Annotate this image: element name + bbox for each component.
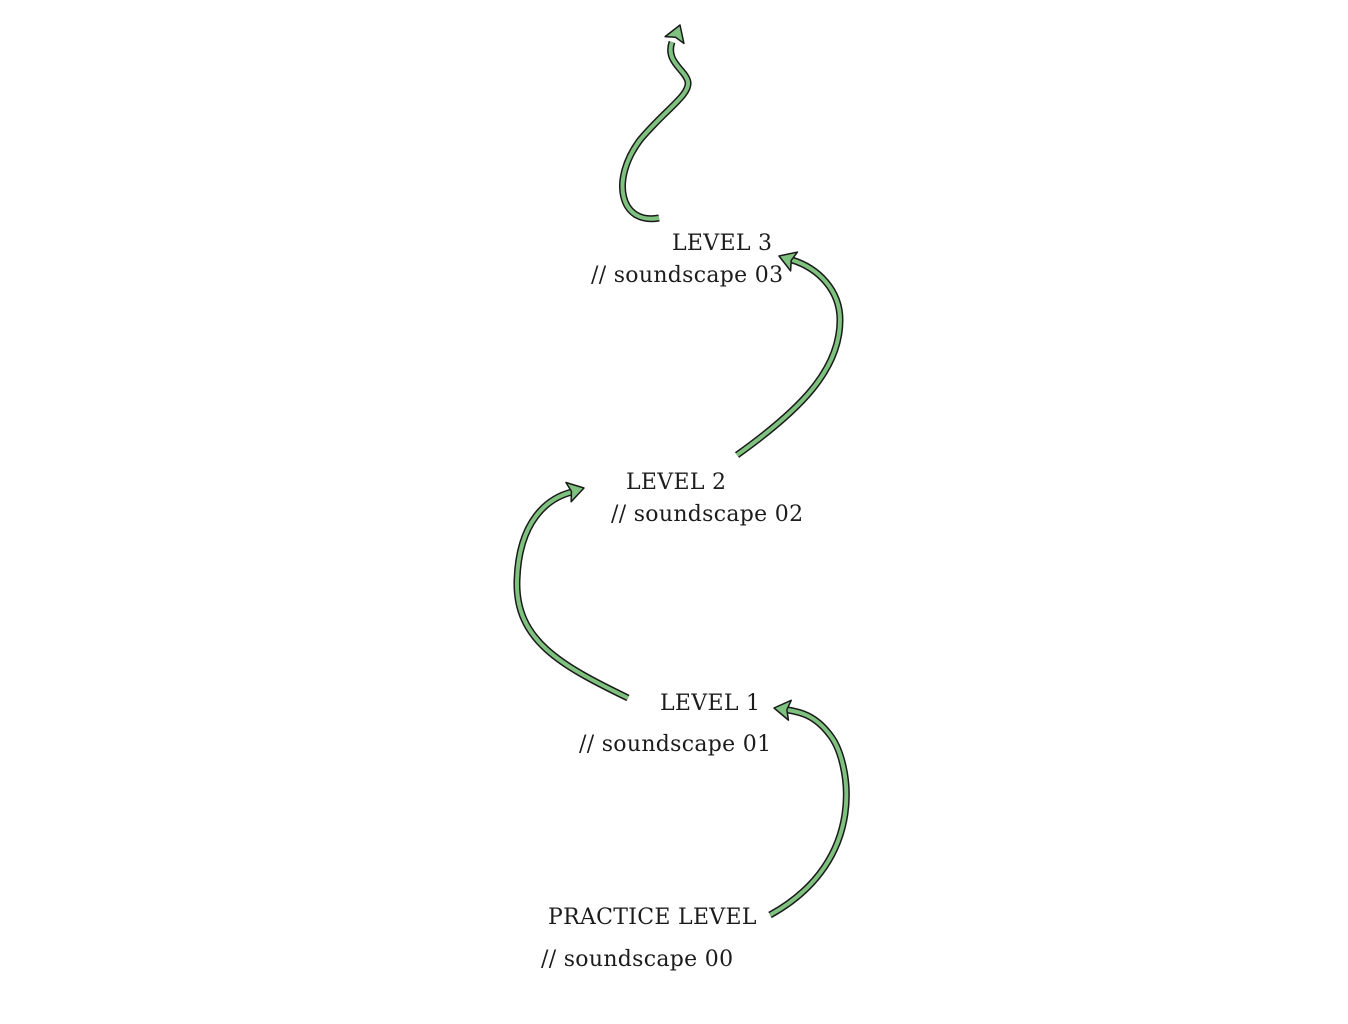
practice-level-subtitle: // soundscape 00 <box>541 947 734 972</box>
level-2-subtitle: // soundscape 02 <box>611 502 804 527</box>
arrow-practice-to-level-1 <box>768 697 850 919</box>
level-1-title: LEVEL 1 <box>660 691 761 716</box>
practice-level-title: PRACTICE LEVEL <box>548 905 757 930</box>
level-3-title: LEVEL 3 <box>672 231 773 256</box>
level-3-subtitle: // soundscape 03 <box>591 263 784 288</box>
arrow-level-1-to-level-2 <box>513 477 630 702</box>
level-1-subtitle: // soundscape 01 <box>579 732 772 757</box>
level-2-title: LEVEL 2 <box>626 470 727 495</box>
arrow-level-2-to-level-3 <box>734 245 844 458</box>
arrow-level-3-onward <box>619 20 692 223</box>
